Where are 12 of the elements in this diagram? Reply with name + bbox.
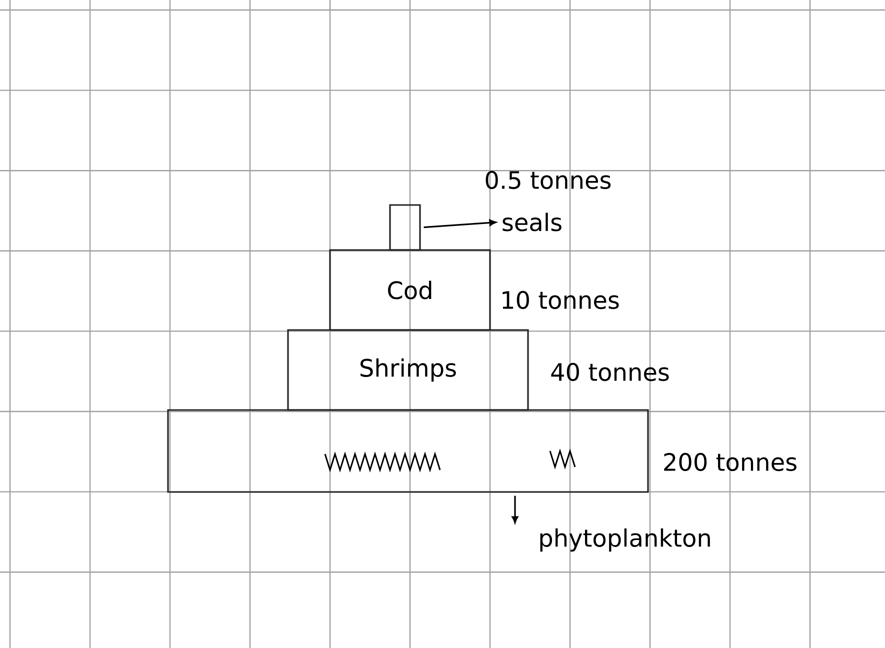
label-text: phytoplankton	[540, 528, 710, 552]
pyramid-bar	[389, 204, 421, 251]
mass-label: 200 tonnes	[664, 452, 796, 472]
pyramid-bar: Shrimps	[287, 329, 529, 411]
label-text: seals	[502, 212, 562, 232]
pyramid-bar: Cod	[329, 249, 491, 331]
mass-label: 40 tonnes	[551, 362, 669, 382]
pyramid-bar	[167, 409, 649, 493]
arrow	[424, 219, 496, 228]
arrow	[512, 496, 518, 524]
mass-label: 0.5 tonnes	[486, 170, 611, 190]
mass-label: 10 tonnes	[502, 290, 619, 310]
